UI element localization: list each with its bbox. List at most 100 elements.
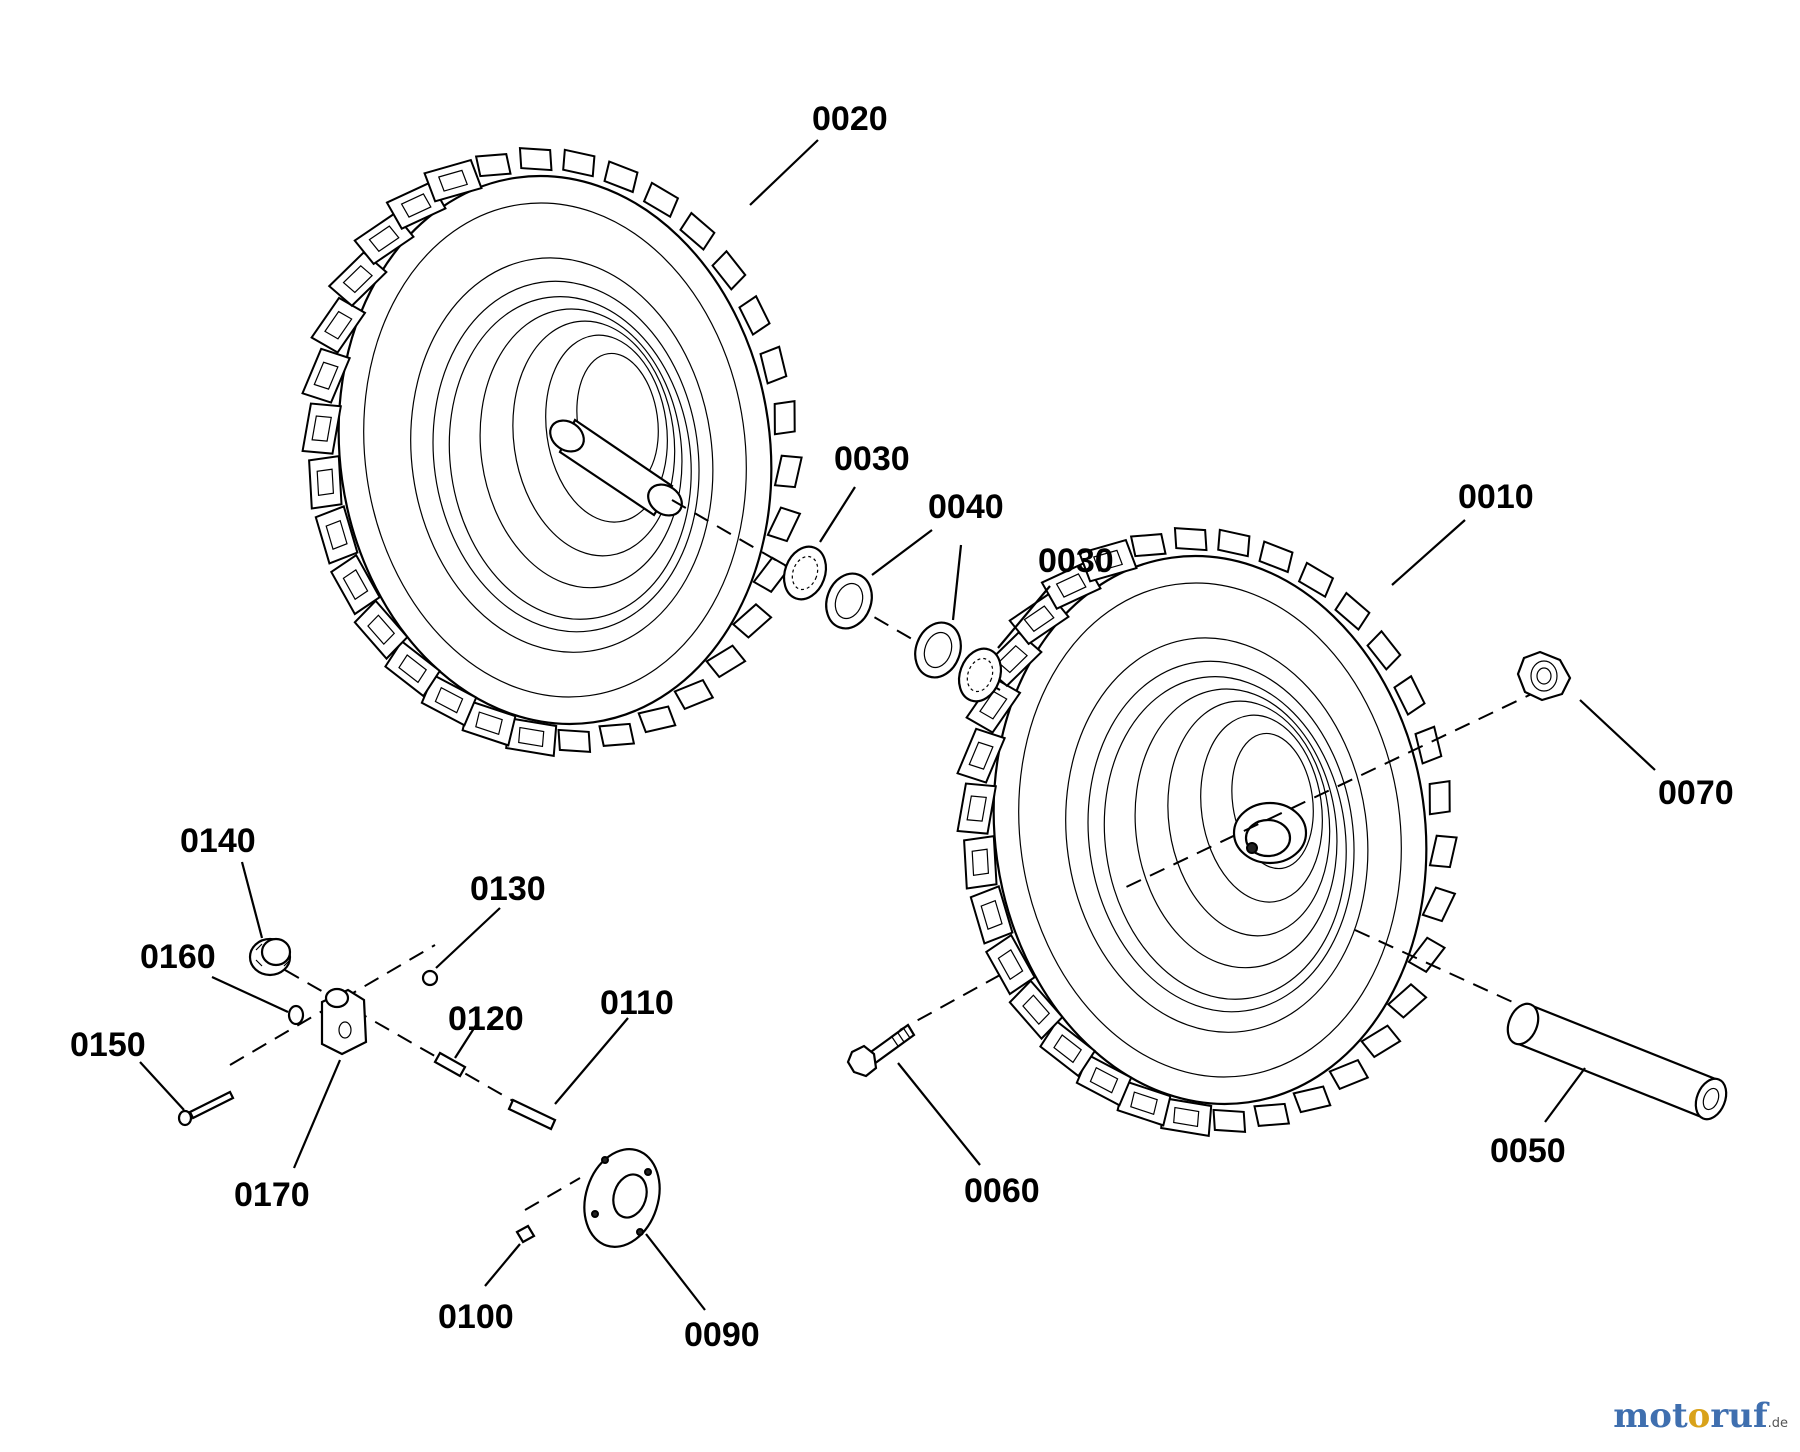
- hex-nut-0070: [1516, 650, 1572, 702]
- axle-tube-0050: [1506, 1002, 1728, 1121]
- tire-0020-lug-inner: [311, 415, 332, 442]
- lock-washer-0030a: [782, 545, 828, 601]
- label-0120: 0120: [448, 1000, 524, 1038]
- label-0110: 0110: [600, 984, 674, 1022]
- tire-0020-lug: [314, 505, 359, 565]
- tire-0010-lug-inner: [1023, 605, 1055, 633]
- tire-0010-lug-inner: [980, 899, 1003, 930]
- axle-stub-0020: [549, 418, 683, 517]
- tire-0010-lug-inner: [968, 741, 994, 770]
- tire-0010-lug-inner: [979, 690, 1008, 720]
- tire-0020-lug: [603, 160, 639, 194]
- part-labels: 0020 0030 0040 0030 0010 0070 0050 0060 …: [70, 100, 1734, 1354]
- tire-0010-lug: [1393, 674, 1426, 717]
- rod-0110: [507, 1098, 557, 1131]
- tire-0020-lug: [642, 181, 680, 219]
- tire-0020-lug: [773, 454, 803, 489]
- tire-0010-lug: [1212, 1108, 1247, 1133]
- tire-0010-lug-inner: [997, 644, 1028, 674]
- tire-0020-lug-inner: [400, 193, 432, 218]
- watermark-part1: mot: [1613, 1396, 1688, 1436]
- tire-0020-lug-inner: [342, 264, 373, 294]
- tire-0020-lug-inner: [342, 569, 369, 601]
- watermark-tld: .de: [1767, 1416, 1788, 1431]
- label-0130: 0130: [470, 870, 546, 908]
- flat-washer-0040a: [825, 572, 873, 630]
- tire-0010-lug: [969, 885, 1014, 945]
- tire-0010-lug: [1328, 1058, 1370, 1091]
- tire-0020-lug: [711, 249, 747, 291]
- tire-0010-lug: [1428, 780, 1451, 816]
- tire-0020-lug-inner: [437, 169, 469, 192]
- tire-0020-lug: [598, 722, 636, 747]
- tire-0010-lug: [1040, 561, 1102, 610]
- label-0030b: 0030: [1038, 542, 1114, 580]
- tire-0010-lug: [1428, 834, 1458, 869]
- tire-0010-lug: [956, 727, 1007, 784]
- tire-0020-lug: [738, 294, 771, 337]
- tire-0020-lug: [474, 153, 512, 178]
- tire-0010-lug: [1217, 528, 1251, 558]
- tire-0020-lug: [353, 212, 415, 266]
- tire-0010-lug: [1129, 533, 1167, 558]
- hub-flange-0090: [583, 1148, 661, 1248]
- tire-0010-lug: [1421, 886, 1457, 923]
- tire-0020-lug: [385, 181, 447, 230]
- label-0010: 0010: [1458, 478, 1534, 516]
- label-0050: 0050: [1490, 1132, 1566, 1170]
- tire-0020-lug: [731, 602, 773, 639]
- tire-0020-lug: [557, 728, 592, 753]
- tire-0020-lug: [637, 705, 677, 734]
- tire-0020-lug: [673, 678, 715, 711]
- tire-0020-lug-inner: [434, 686, 464, 714]
- tire-0020-lug-inner: [313, 361, 339, 390]
- tire-0010-lug: [956, 782, 997, 835]
- tire-0020-lug: [679, 211, 716, 252]
- leader-lines: [139, 139, 1656, 1311]
- tire-0010-lug-inner: [1130, 1091, 1158, 1116]
- knob-0140: [248, 937, 292, 977]
- tire-0010-lug-inner: [1053, 1034, 1083, 1064]
- tire-0020-lug-inner: [324, 310, 353, 340]
- tire-0020-lug: [759, 345, 788, 385]
- tire-0020-lug: [423, 158, 483, 203]
- tire-0010-lug: [1334, 591, 1371, 632]
- tire-0020-lug-inner: [325, 519, 348, 550]
- tire-0010-lug: [1173, 527, 1208, 552]
- label-0160: 0160: [140, 938, 216, 976]
- tire-0010-lug: [1366, 629, 1402, 671]
- tire-0020-lug: [562, 148, 596, 178]
- hub-0010: [1232, 801, 1308, 865]
- label-0100: 0100: [438, 1298, 514, 1336]
- label-0150: 0150: [70, 1026, 146, 1064]
- label-0030a: 0030: [834, 440, 910, 478]
- flat-washer-0040b: [914, 621, 962, 679]
- tire-0020-lug-inner: [367, 614, 396, 646]
- label-0040: 0040: [928, 488, 1004, 526]
- tire-0010-lug: [1360, 1024, 1402, 1059]
- tire-0010-lug-inner: [1022, 994, 1051, 1026]
- tire-0020-lug: [773, 400, 796, 436]
- label-0060: 0060: [964, 1172, 1040, 1210]
- tire-0010-lug-inner: [1173, 1106, 1200, 1128]
- label-0070: 0070: [1658, 774, 1734, 812]
- ring-0160: [287, 1004, 305, 1026]
- watermark-logo: motoruf.de: [1613, 1396, 1788, 1436]
- tire-0010-lug: [1297, 561, 1335, 599]
- tire-0020-lug-inner: [475, 711, 503, 736]
- tire-0020-lug-inner: [368, 225, 400, 253]
- label-0170: 0170: [234, 1176, 310, 1214]
- watermark-part3: ruf: [1710, 1396, 1768, 1436]
- tire-0020-lug: [518, 147, 553, 172]
- bracket-0170: [320, 987, 368, 1056]
- tire-0010-lug-inner: [966, 795, 987, 822]
- tire-0020-lug: [310, 296, 367, 354]
- set-screw-0100: [515, 1224, 536, 1244]
- tire-0010-lug-inner: [1055, 573, 1087, 598]
- tire-0010-lug: [984, 933, 1037, 996]
- tire-0020-lug: [329, 553, 382, 616]
- tire-0010-lug: [1407, 936, 1447, 974]
- label-0140: 0140: [180, 822, 256, 860]
- tire-0020-lug: [705, 644, 747, 679]
